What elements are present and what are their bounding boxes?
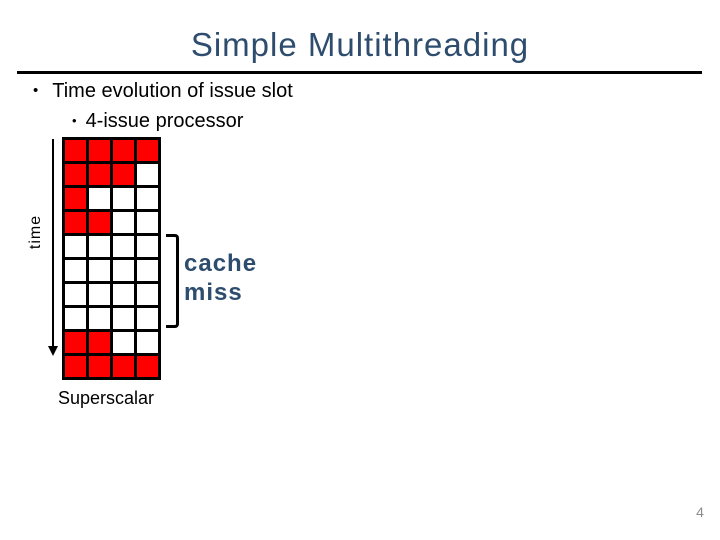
bullet-4-issue-processor: • 4-issue processor [72,110,243,133]
superscalar-caption: Superscalar [58,388,155,408]
time-axis-label: time [27,214,44,250]
issue-slot-cell-filled [89,140,110,161]
slide-title: Simple Multithreading [190,26,530,63]
issue-slot-cell-empty [89,308,110,329]
issue-slot-cell-filled [137,356,158,377]
issue-slot-cell-empty [137,284,158,305]
issue-slot-cell-empty [113,188,134,209]
issue-slot-cell-filled [89,332,110,353]
issue-slot-cell-empty [137,188,158,209]
time-axis-arrowhead-icon [48,346,58,356]
issue-slot-cell-empty [113,332,134,353]
page-number: 4 [696,504,704,520]
issue-slot-cell-filled [65,140,86,161]
cache-miss-bracket [166,234,179,328]
issue-slot-cell-empty [113,212,134,233]
issue-slot-cell-empty [137,212,158,233]
bullet-label: Time evolution of issue slot [52,80,293,102]
bullet-label: 4-issue processor [85,110,244,132]
issue-slot-cell-filled [89,212,110,233]
time-axis-line [52,139,54,347]
bullet-marker: • [33,82,39,99]
issue-slot-cell-empty [113,260,134,281]
issue-slot-cell-filled [65,164,86,185]
issue-slot-cell-empty [113,284,134,305]
issue-slot-cell-filled [113,164,134,185]
bullet-time-evolution: • Time evolution of issue slot [33,80,293,103]
bullet-marker: • [72,113,77,128]
issue-slot-cell-empty [113,236,134,257]
issue-slot-cell-filled [89,356,110,377]
issue-slot-cell-empty [65,260,86,281]
issue-slot-cell-empty [65,284,86,305]
issue-slot-cell-empty [137,332,158,353]
issue-slot-cell-filled [65,188,86,209]
issue-slot-grid [62,137,161,380]
issue-slot-cell-empty [137,164,158,185]
issue-slot-cell-filled [65,212,86,233]
issue-slot-cell-filled [113,356,134,377]
issue-slot-cell-filled [89,164,110,185]
issue-slot-cell-empty [65,308,86,329]
issue-slot-cell-empty [137,236,158,257]
issue-slot-cell-empty [113,308,134,329]
issue-slot-cell-empty [89,260,110,281]
issue-slot-cell-empty [65,236,86,257]
issue-slot-cell-filled [65,356,86,377]
title-divider [17,71,702,74]
issue-slot-cell-filled [65,332,86,353]
issue-slot-cell-empty [89,284,110,305]
issue-slot-cell-empty [89,188,110,209]
cache-miss-label: cache miss [184,250,258,306]
issue-slot-cell-filled [113,140,134,161]
issue-slot-cell-empty [89,236,110,257]
issue-slot-cell-empty [137,308,158,329]
issue-slot-cell-filled [137,140,158,161]
issue-slot-cell-empty [137,260,158,281]
